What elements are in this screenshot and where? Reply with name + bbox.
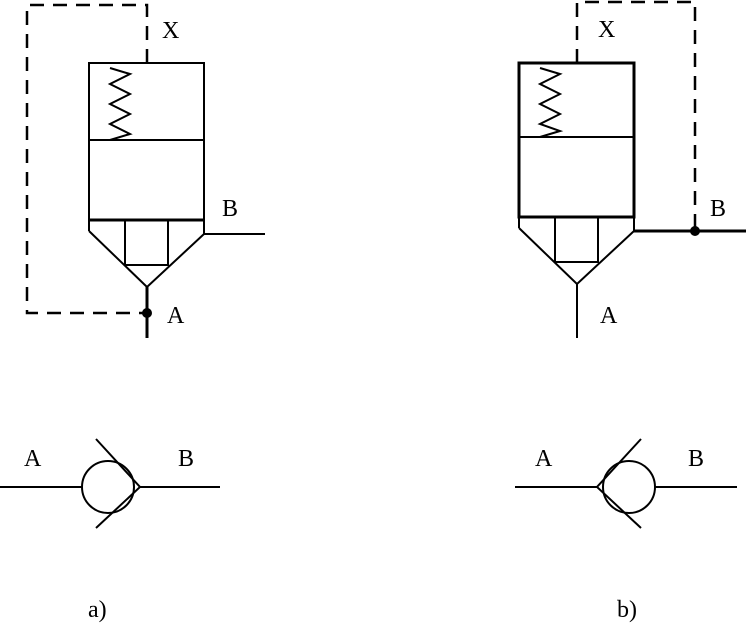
diagram-b-label-b: B xyxy=(710,196,726,222)
diagram-a-label-b: B xyxy=(222,196,238,222)
diagram-b-poppet xyxy=(554,218,599,263)
diagram-a-poppet xyxy=(124,221,169,266)
diagram-b-check-label-b: B xyxy=(688,446,704,472)
diagram-b-label-a: A xyxy=(600,303,618,329)
diagram-a-label-a: A xyxy=(167,303,185,329)
diagram-a-check-label-b: B xyxy=(178,446,194,472)
diagram-a-pilot-line xyxy=(25,3,149,315)
diagram-b: X B A A B b) xyxy=(515,0,746,623)
diagram-b-check-ball xyxy=(602,460,656,514)
diagram-b-valve-body xyxy=(517,61,636,219)
diagram-a-valve-body xyxy=(88,62,205,221)
diagram-b-valve-symbol: X B A xyxy=(517,0,746,338)
diagram-a-check-ball xyxy=(81,460,135,514)
diagram-a-caption: a) xyxy=(88,597,107,623)
diagram-b-check-valve-symbol: A B xyxy=(515,438,737,529)
diagram-b-pilot-line xyxy=(575,0,697,231)
diagram-a-check-valve-symbol: A B xyxy=(0,438,220,529)
diagram-a-valve-symbol: X B A xyxy=(25,3,265,338)
diagram-b-junction-dot xyxy=(690,226,700,236)
diagram-b-label-x: X xyxy=(598,17,615,43)
diagram-b-check-label-a: A xyxy=(535,446,553,472)
diagram-b-cone xyxy=(518,227,635,286)
diagram-a-label-x: X xyxy=(162,18,179,44)
diagram-a-spring xyxy=(107,67,133,141)
diagram-b-caption: b) xyxy=(617,597,637,623)
diagram-b-check-seat xyxy=(595,438,642,529)
diagram-a-junction-dot xyxy=(142,308,152,318)
diagram-a-check-label-a: A xyxy=(24,446,42,472)
diagram-a: X B A A B a) xyxy=(0,3,265,623)
diagram-b-spring xyxy=(537,67,564,138)
diagram-a-cone xyxy=(88,230,205,289)
